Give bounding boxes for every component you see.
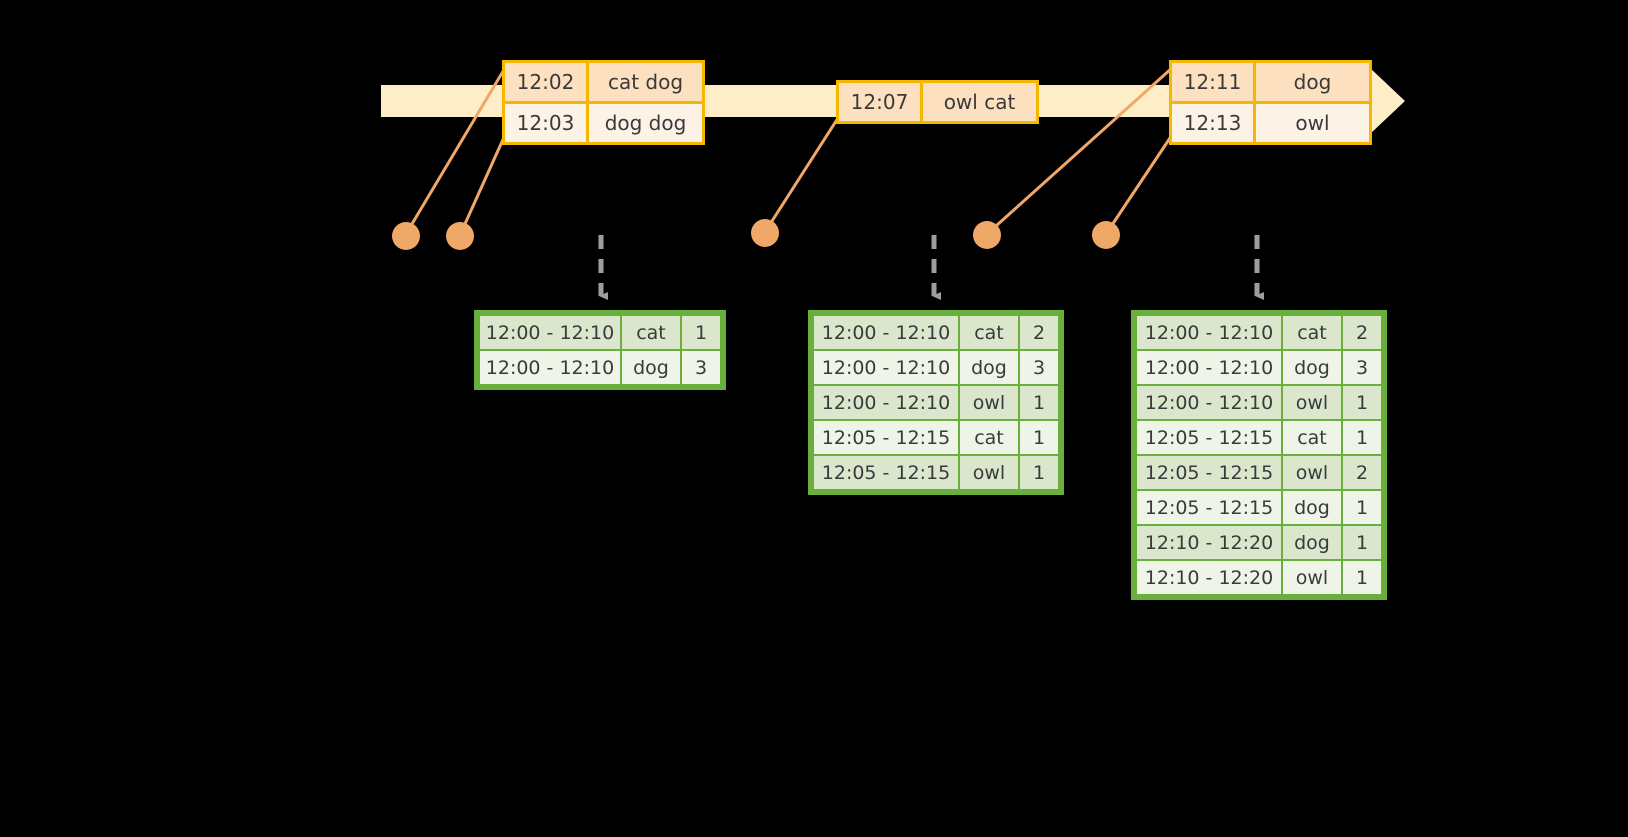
table-row[interactable]: 12:10 - 12:20 dog 1 [1136,525,1382,560]
key-cell: owl [1283,561,1341,594]
count-cell: 2 [1343,456,1381,489]
table-row[interactable]: 12:00 - 12:10 cat 2 [1136,315,1382,350]
key-cell: dog [960,351,1018,384]
event-dot-3 [751,219,779,247]
key-cell: owl [1283,386,1341,419]
count-cell: 1 [1020,386,1058,419]
table-row[interactable]: 12:00 - 12:10 dog 3 [1136,350,1382,385]
key-cell: owl [960,456,1018,489]
event-group-3[interactable]: 12:11 dog 12:13 owl [1169,60,1372,145]
key-cell: cat [1283,421,1341,454]
event-time: 12:02 [505,63,589,101]
count-cell: 1 [1343,561,1381,594]
window-cell: 12:05 - 12:15 [814,456,958,489]
key-cell: dog [622,351,680,384]
count-cell: 1 [1020,456,1058,489]
count-cell: 3 [682,351,720,384]
window-cell: 12:00 - 12:10 [814,386,958,419]
event-value: dog dog [589,104,702,142]
event-value: owl cat [923,83,1036,121]
window-cell: 12:00 - 12:10 [1137,316,1281,349]
table-row[interactable]: 12:05 - 12:15 cat 1 [1136,420,1382,455]
key-cell: cat [1283,316,1341,349]
event-value: cat dog [589,63,702,101]
table-row[interactable]: 12:00 - 12:10 dog 3 [813,350,1059,385]
key-cell: cat [960,316,1018,349]
window-cell: 12:05 - 12:15 [1137,421,1281,454]
event-group-2[interactable]: 12:07 owl cat [836,80,1039,124]
window-result-table-1[interactable]: 12:00 - 12:10 cat 1 12:00 - 12:10 dog 3 [474,310,726,390]
event-group-1[interactable]: 12:02 cat dog 12:03 dog dog [502,60,705,145]
event-dot-4 [973,221,1001,249]
event-time: 12:11 [1172,63,1256,101]
key-cell: cat [622,316,680,349]
window-cell: 12:00 - 12:10 [814,316,958,349]
key-cell: dog [1283,491,1341,524]
window-result-table-2[interactable]: 12:00 - 12:10 cat 2 12:00 - 12:10 dog 3 … [808,310,1064,495]
count-cell: 1 [1343,526,1381,559]
window-cell: 12:00 - 12:10 [1137,351,1281,384]
event-dot-2 [446,222,474,250]
dashed-arrows [598,235,1264,300]
count-cell: 2 [1020,316,1058,349]
window-cell: 12:10 - 12:20 [1137,561,1281,594]
count-cell: 1 [1343,491,1381,524]
table-row[interactable]: 12:00 - 12:10 cat 2 [813,315,1059,350]
event-row[interactable]: 12:07 owl cat [839,83,1036,121]
key-cell: dog [1283,526,1341,559]
connector-dots [392,219,1120,250]
table-row[interactable]: 12:05 - 12:15 dog 1 [1136,490,1382,525]
table-row[interactable]: 12:10 - 12:20 owl 1 [1136,560,1382,595]
table-row[interactable]: 12:00 - 12:10 owl 1 [1136,385,1382,420]
key-cell: dog [1283,351,1341,384]
count-cell: 2 [1343,316,1381,349]
event-value: owl [1256,104,1369,142]
window-cell: 12:10 - 12:20 [1137,526,1281,559]
window-cell: 12:00 - 12:10 [814,351,958,384]
count-cell: 1 [1343,386,1381,419]
count-cell: 1 [1343,421,1381,454]
table-row[interactable]: 12:05 - 12:15 cat 1 [813,420,1059,455]
event-row[interactable]: 12:13 owl [1172,101,1369,142]
count-cell: 3 [1020,351,1058,384]
key-cell: owl [1283,456,1341,489]
key-cell: owl [960,386,1018,419]
count-cell: 3 [1343,351,1381,384]
event-value: dog [1256,63,1369,101]
window-result-table-3[interactable]: 12:00 - 12:10 cat 2 12:00 - 12:10 dog 3 … [1131,310,1387,600]
count-cell: 1 [682,316,720,349]
window-cell: 12:05 - 12:15 [814,421,958,454]
event-dot-1 [392,222,420,250]
event-row[interactable]: 12:11 dog [1172,63,1369,101]
table-row[interactable]: 12:00 - 12:10 cat 1 [479,315,721,350]
count-cell: 1 [1020,421,1058,454]
table-row[interactable]: 12:00 - 12:10 owl 1 [813,385,1059,420]
event-dot-5 [1092,221,1120,249]
window-cell: 12:00 - 12:10 [480,351,620,384]
window-cell: 12:05 - 12:15 [1137,456,1281,489]
window-cell: 12:00 - 12:10 [1137,386,1281,419]
event-time: 12:03 [505,104,589,142]
event-time: 12:13 [1172,104,1256,142]
event-row[interactable]: 12:03 dog dog [505,101,702,142]
table-row[interactable]: 12:05 - 12:15 owl 1 [813,455,1059,490]
window-cell: 12:05 - 12:15 [1137,491,1281,524]
table-row[interactable]: 12:05 - 12:15 owl 2 [1136,455,1382,490]
key-cell: cat [960,421,1018,454]
table-row[interactable]: 12:00 - 12:10 dog 3 [479,350,721,385]
event-time: 12:07 [839,83,923,121]
event-row[interactable]: 12:02 cat dog [505,63,702,101]
window-cell: 12:00 - 12:10 [480,316,620,349]
